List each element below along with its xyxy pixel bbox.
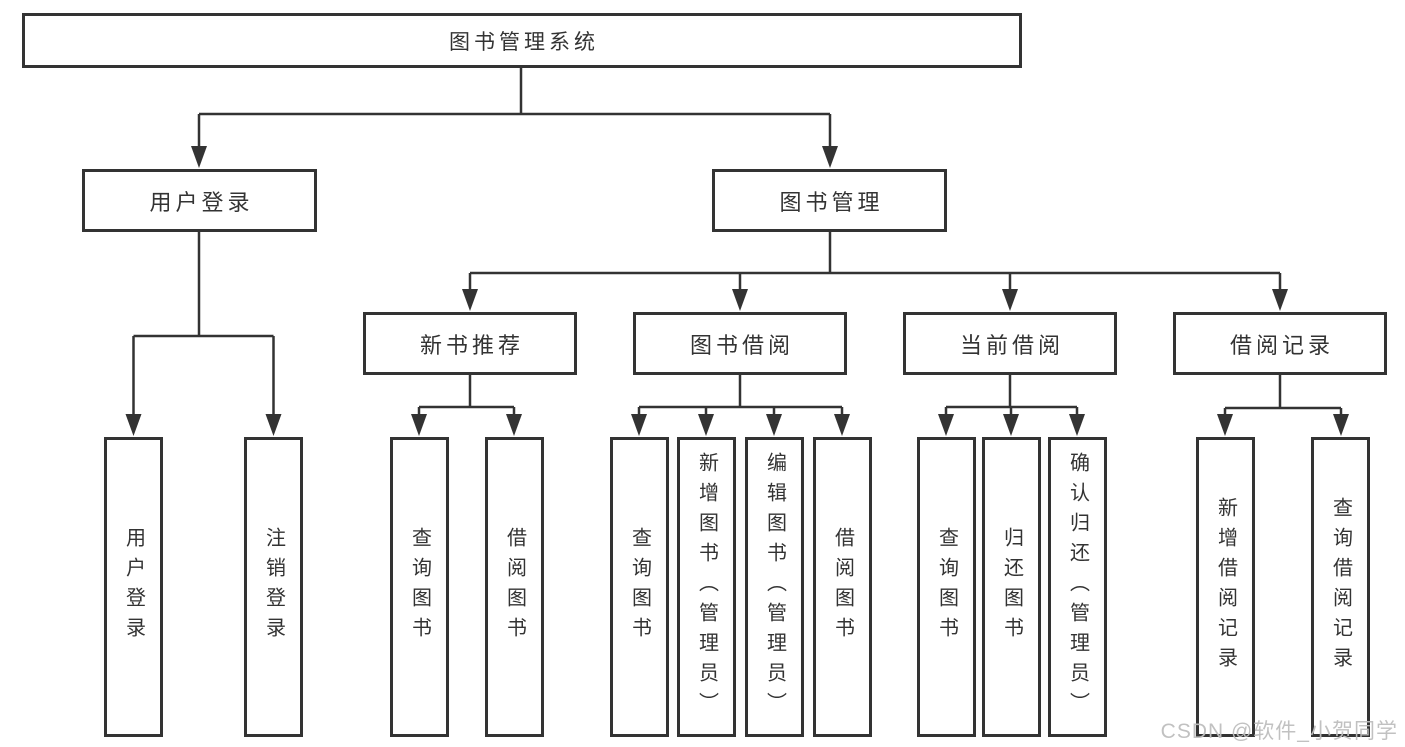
leaf-borrow-books-recommend: 借阅图书 (485, 437, 544, 737)
leaf-label: 借阅图书 (503, 527, 526, 647)
leaf-label: 注销登录 (262, 527, 285, 647)
leaf-label: 查询图书 (628, 527, 651, 647)
leaf-return-books: 归还图书 (982, 437, 1041, 737)
arrowhead (1003, 414, 1019, 436)
node-label: 图书管理 (779, 189, 884, 215)
connector-book-management-to-level3 (462, 232, 1288, 311)
connector-user-login-to-leaves (125, 232, 282, 436)
leaf-query-books-recommend: 查询图书 (390, 437, 449, 737)
connector-records-to-leaves (1217, 375, 1349, 436)
leaf-borrow-books-borrowing: 借阅图书 (813, 437, 872, 737)
node-label: 新书推荐 (419, 332, 524, 358)
arrowhead (462, 289, 478, 311)
leaf-confirm-return-admin: 确认归还（管理员） (1048, 437, 1107, 737)
connector-current-to-leaves (938, 375, 1085, 436)
arrowhead (822, 146, 838, 168)
arrowhead (766, 414, 782, 436)
leaf-label: 借阅图书 (831, 527, 854, 647)
node-new-book-recommendation: 新书推荐 (363, 312, 577, 375)
arrowhead (1002, 289, 1018, 311)
arrowhead (834, 414, 850, 436)
node-label: 当前借阅 (959, 332, 1064, 358)
node-current-borrowing: 当前借阅 (903, 312, 1117, 375)
arrowhead (191, 146, 207, 168)
node-library-system: 图书管理系统 (22, 13, 1022, 68)
node-book-management: 图书管理 (712, 169, 947, 232)
leaf-add-borrow-record: 新增借阅记录 (1196, 437, 1255, 737)
node-label: 图书借阅 (689, 332, 794, 358)
leaf-query-borrow-record: 查询借阅记录 (1311, 437, 1370, 737)
arrowhead (265, 414, 282, 436)
leaf-add-books-admin: 新增图书（管理员） (677, 437, 736, 737)
leaf-label: 查询借阅记录 (1329, 497, 1352, 677)
leaf-label: 归还图书 (1000, 527, 1023, 647)
connector-root-to-level2 (191, 68, 838, 168)
connector-recommend-to-leaves (411, 375, 522, 436)
leaf-edit-books-admin: 编辑图书（管理员） (745, 437, 804, 737)
leaf-label: 查询图书 (408, 527, 431, 647)
arrowhead (938, 414, 954, 436)
arrowhead (631, 414, 647, 436)
arrowhead (1217, 414, 1233, 436)
arrowhead (1272, 289, 1288, 311)
leaf-user-login: 用户登录 (104, 437, 163, 737)
leaf-query-books-current: 查询图书 (917, 437, 976, 737)
node-borrowing-records: 借阅记录 (1173, 312, 1387, 375)
node-book-borrowing: 图书借阅 (633, 312, 847, 375)
node-label: 借阅记录 (1229, 332, 1334, 358)
leaf-label: 新增图书（管理员） (695, 452, 718, 722)
connector-borrowing-to-leaves (631, 375, 850, 436)
leaf-label: 编辑图书（管理员） (763, 452, 786, 722)
leaf-label: 新增借阅记录 (1214, 497, 1237, 677)
leaf-label: 用户登录 (122, 527, 145, 647)
leaf-label: 查询图书 (935, 527, 958, 647)
arrowhead (506, 414, 522, 436)
leaf-query-books-borrowing: 查询图书 (610, 437, 669, 737)
csdn-watermark: CSDN @软件_小贺同学 (1160, 720, 1398, 743)
node-user-login: 用户登录 (82, 169, 317, 232)
arrowhead (1069, 414, 1085, 436)
node-label: 用户登录 (149, 189, 254, 215)
arrowhead (411, 414, 427, 436)
leaf-label: 确认归还（管理员） (1066, 452, 1089, 722)
arrowhead (1333, 414, 1349, 436)
node-label: 图书管理系统 (449, 30, 599, 54)
arrowhead (732, 289, 748, 311)
arrowhead (125, 414, 142, 436)
leaf-logout: 注销登录 (244, 437, 303, 737)
arrowhead (698, 414, 714, 436)
